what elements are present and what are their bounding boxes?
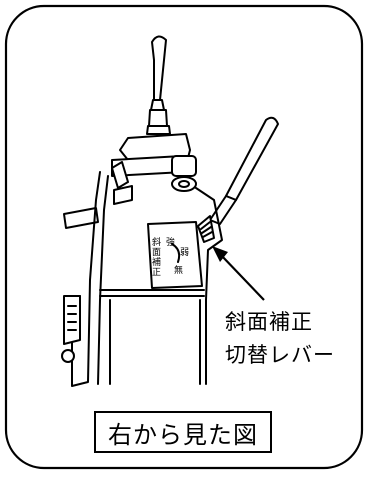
body-left-edge — [71, 171, 101, 387]
secondary-antenna — [209, 116, 279, 225]
main-antenna — [146, 35, 171, 135]
outer-border — [4, 4, 364, 470]
callout-line-1: 斜面補正 — [225, 310, 313, 334]
caption-box: 右から見た図 — [94, 411, 272, 453]
callout-arrow — [212, 246, 265, 301]
panel-label-strong: 強 — [166, 238, 176, 248]
side-hole — [61, 349, 75, 363]
body-right-edge — [195, 187, 223, 385]
caption-text: 右から見た図 — [108, 420, 258, 449]
panel-label-none: 無 — [174, 266, 184, 276]
side-connector — [63, 295, 81, 345]
top-toggle — [111, 161, 133, 205]
top-knob — [171, 155, 197, 192]
panel-label-weak: 弱 — [180, 248, 190, 258]
panel-label-slope: 斜 面 補 正 — [152, 238, 162, 278]
callout-line-2: 切替レバー — [225, 343, 335, 367]
side-flap — [63, 207, 99, 229]
mode-panel — [147, 221, 203, 289]
